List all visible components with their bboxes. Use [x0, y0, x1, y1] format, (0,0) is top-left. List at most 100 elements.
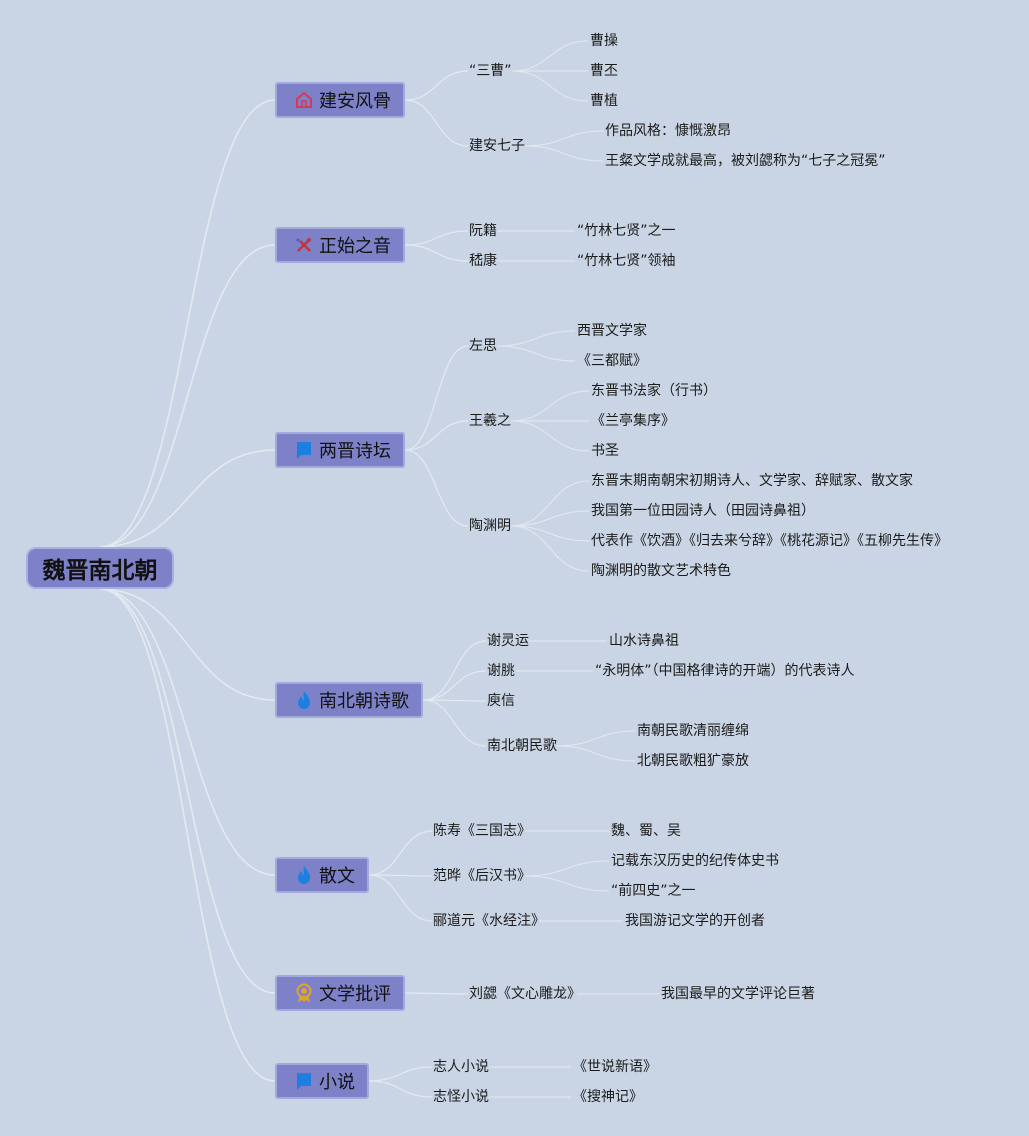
connector-line: [511, 40, 589, 72]
connector-line: [422, 699, 487, 747]
detail-tym-4[interactable]: 陶渊明的散文艺术特色: [591, 563, 731, 579]
detail-tym-2[interactable]: 我国第一位田园诗人（田园诗鼻祖）: [591, 503, 815, 519]
topic-xielingyun[interactable]: 谢灵运: [487, 633, 529, 649]
detail-wangcan[interactable]: 王粲文学成就最高，被刘勰称为“七子之冠冕”: [605, 153, 886, 169]
topic-sancao[interactable]: “三曹”: [469, 63, 512, 79]
flame-icon: [293, 689, 315, 711]
branch-label: 南北朝诗歌: [319, 691, 409, 712]
connector-line: [510, 525, 590, 572]
connector-line: [404, 99, 469, 147]
connector-line: [422, 670, 487, 701]
detail-tym-3[interactable]: 代表作《饮酒》《归去来兮辞》《桃花源记》《五柳先生传》: [591, 533, 948, 549]
detail-wxz-2[interactable]: 《兰亭集序》: [591, 413, 675, 429]
connector-line: [524, 145, 604, 162]
detail-style[interactable]: 作品风格：慷慨激昂: [605, 123, 731, 139]
connector-line: [404, 244, 469, 262]
connector-line: [404, 345, 469, 451]
connector-line: [99, 588, 276, 701]
detail-wxz-1[interactable]: 东晋书法家（行书）: [591, 383, 717, 399]
detail-xietiao[interactable]: “永明体”（中国格律诗的开端）的代表诗人: [595, 663, 855, 679]
flag-icon: [293, 439, 315, 461]
connector-line: [510, 510, 590, 527]
topic-houhanshu[interactable]: 范晔《后汉书》: [433, 868, 531, 884]
connector-line: [510, 390, 590, 422]
flame-icon: [293, 864, 315, 886]
connector-line: [404, 70, 469, 101]
topic-jikang[interactable]: 嵇康: [469, 253, 497, 269]
connector-line: [404, 230, 469, 246]
detail-shuijingzhu[interactable]: 我国游记文学的开创者: [625, 913, 765, 929]
flag-icon: [293, 1070, 315, 1092]
branch-label: 散文: [319, 866, 355, 887]
connector-line: [511, 70, 589, 102]
branch-label: 建安风骨: [319, 91, 391, 112]
connector-line: [368, 1080, 433, 1098]
connector-line: [556, 745, 636, 762]
connector-line: [99, 244, 276, 548]
topic-xietiao[interactable]: 谢朓: [487, 663, 515, 679]
branch-piping[interactable]: 文学批评: [275, 975, 405, 1011]
branch-nanbeichao[interactable]: 南北朝诗歌: [275, 682, 423, 718]
house-icon: [293, 89, 315, 111]
detail-zhiren[interactable]: 《世说新语》: [573, 1059, 657, 1075]
detail-caopi[interactable]: 曹丕: [590, 63, 618, 79]
tools-icon: [293, 234, 315, 256]
topic-minge[interactable]: 南北朝民歌: [487, 738, 557, 754]
detail-ruanji[interactable]: “竹林七贤”之一: [577, 223, 676, 239]
topic-zhiren[interactable]: 志人小说: [433, 1059, 489, 1075]
connector-line: [510, 525, 590, 542]
branch-liangjin[interactable]: 两晋诗坛: [275, 432, 405, 468]
branch-label: 小说: [319, 1072, 355, 1093]
branch-zhengshi[interactable]: 正始之音: [275, 227, 405, 263]
topic-ruanji[interactable]: 阮籍: [469, 223, 497, 239]
topic-wangxizhi[interactable]: 王羲之: [469, 413, 511, 429]
branch-xiaoshuo[interactable]: 小说: [275, 1063, 369, 1099]
branch-jianan[interactable]: 建安风骨: [275, 82, 405, 118]
detail-wenxindiaolong[interactable]: 我国最早的文学评论巨著: [661, 986, 815, 1002]
connector-line: [524, 860, 610, 877]
detail-houhanshu-2[interactable]: “前四史”之一: [611, 883, 696, 899]
topic-yuxin[interactable]: 庾信: [487, 693, 515, 709]
connector-line: [368, 874, 433, 877]
detail-zuosi-1[interactable]: 西晋文学家: [577, 323, 647, 339]
connector-line: [510, 420, 590, 452]
detail-jikang[interactable]: “竹林七贤”领袖: [577, 253, 676, 269]
connector-line: [556, 730, 636, 747]
topic-taoyuanming[interactable]: 陶渊明: [469, 518, 511, 534]
topic-zhiguai[interactable]: 志怪小说: [433, 1089, 489, 1105]
detail-wxz-3[interactable]: 书圣: [591, 443, 619, 459]
connector-line: [496, 330, 576, 347]
detail-tym-1[interactable]: 东晋末期南朝宋初期诗人、文学家、辞赋家、散文家: [591, 473, 913, 489]
connector-line: [368, 830, 433, 876]
detail-zuosi-2[interactable]: 《三都赋》: [577, 353, 647, 369]
detail-houhanshu-1[interactable]: 记载东汉历史的纪传体史书: [611, 853, 779, 869]
connector-line: [99, 588, 276, 1082]
connector-line: [99, 588, 276, 994]
detail-zhiguai[interactable]: 《搜神记》: [573, 1089, 643, 1105]
detail-minge-1[interactable]: 南朝民歌清丽缠绵: [637, 723, 749, 739]
connector-line: [404, 420, 469, 451]
topic-wenxindiaolong[interactable]: 刘勰《文心雕龙》: [469, 986, 581, 1002]
topic-shuijingzhu[interactable]: 郦道元《水经注》: [433, 913, 545, 929]
detail-sanguozhi[interactable]: 魏、蜀、吴: [611, 823, 681, 839]
connector-line: [99, 99, 276, 548]
topic-sanguozhi[interactable]: 陈寿《三国志》: [433, 823, 531, 839]
branch-sanwen[interactable]: 散文: [275, 857, 369, 893]
connector-line: [524, 875, 610, 892]
root-node[interactable]: 魏晋南北朝: [26, 547, 174, 589]
topic-zuosi[interactable]: 左思: [469, 338, 497, 354]
detail-xielingyun[interactable]: 山水诗鼻祖: [609, 633, 679, 649]
topic-jianan-qizi[interactable]: 建安七子: [469, 138, 525, 154]
connector-line: [368, 874, 433, 922]
detail-minge-2[interactable]: 北朝民歌粗犷豪放: [637, 753, 749, 769]
connector-line: [404, 992, 469, 995]
branch-label: 正始之音: [319, 236, 391, 257]
detail-caozhi[interactable]: 曹植: [590, 93, 618, 109]
detail-caocao[interactable]: 曹操: [590, 33, 618, 49]
award-icon: [293, 982, 315, 1004]
branch-label: 两晋诗坛: [319, 441, 391, 462]
connector-line: [99, 449, 276, 548]
connector-line: [99, 588, 276, 876]
connector-line: [422, 640, 487, 701]
branch-label: 文学批评: [319, 984, 391, 1005]
